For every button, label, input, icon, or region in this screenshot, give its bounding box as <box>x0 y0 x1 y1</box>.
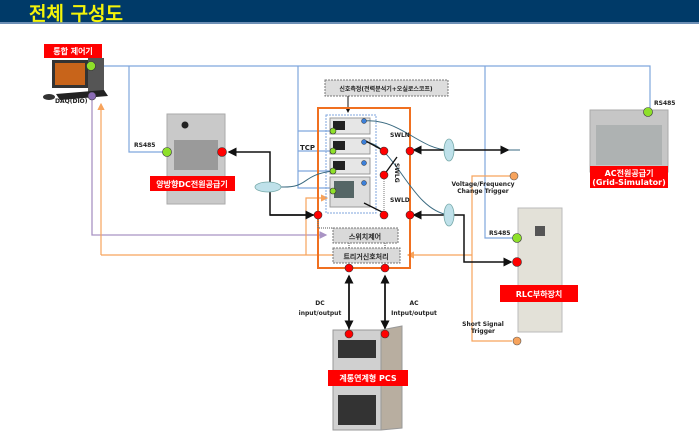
svg-text:계통연계형 PCS: 계통연계형 PCS <box>339 373 396 383</box>
dio-line <box>91 100 328 239</box>
swld-label: SWLD <box>390 197 410 204</box>
tcp-label: TCP <box>300 144 315 152</box>
swlg-label: SWLG <box>393 163 400 183</box>
svg-text:(Grid-Simulator): (Grid-Simulator) <box>592 178 666 187</box>
page-title: 전체 구성도 <box>29 3 124 25</box>
trigger-lines <box>97 102 512 342</box>
blue-probe-ports <box>361 118 367 186</box>
ac-io-label-2: Intput/output <box>391 310 437 317</box>
short-trigger-label-2: Trigger <box>471 328 495 335</box>
rlc-load: RLC부하장치 RS485 <box>489 207 578 333</box>
vf-trigger-label: Voltage/Frequency <box>451 181 514 188</box>
integrated-controller: 통합 제어기 DAQ(DIO) <box>43 44 108 105</box>
svg-text:DAQ(DIO): DAQ(DIO) <box>55 98 88 105</box>
short-trigger-label: Short Signal <box>462 321 504 328</box>
bidirectional-dc-supply: 양방향DC전원공급기 RS485 <box>134 113 235 205</box>
svg-text:스위치제어: 스위치제어 <box>349 232 381 241</box>
svg-text:신호측정(전력분석기+오실로스코프): 신호측정(전력분석기+오실로스코프) <box>339 85 433 93</box>
ac-io-label: AC <box>409 300 419 307</box>
instrument-group <box>325 114 377 214</box>
svg-text:RS485: RS485 <box>654 100 675 107</box>
trigger-processing-box: 트리거신호처리 <box>332 247 401 264</box>
orange-trigger-ports <box>509 171 522 346</box>
test-switch-panel <box>317 107 411 269</box>
dc-io-label-2: input/output <box>299 310 342 317</box>
green-comm-ports <box>86 61 653 243</box>
red-power-terminals <box>217 146 522 339</box>
swln-label: SWLN <box>390 132 410 139</box>
title-bar: 전체 구성도 <box>0 0 699 25</box>
rs485-bus-lines <box>96 65 651 239</box>
grid-connected-pcs: 계통연계형 PCS <box>328 325 408 431</box>
svg-text:RS485: RS485 <box>134 142 155 149</box>
vf-trigger-label-2: Change Trigger <box>457 188 509 195</box>
switch-control-box: 스위치제어 <box>332 227 399 244</box>
dc-io-label: DC <box>315 300 325 307</box>
svg-text:RS485: RS485 <box>489 230 510 237</box>
current-probes <box>254 138 455 227</box>
dio-port <box>87 91 97 101</box>
svg-text:양방향DC전원공급기: 양방향DC전원공급기 <box>156 179 227 189</box>
svg-text:통합 제어기: 통합 제어기 <box>53 46 93 56</box>
svg-text:RLC부하장치: RLC부하장치 <box>516 289 563 299</box>
svg-text:트리거신호처리: 트리거신호처리 <box>343 252 388 261</box>
measurement-box: 신호측정(전력분석기+오실로스코프) <box>324 79 449 113</box>
ac-grid-simulator: AC전원공급기 (Grid-Simulator) RS485 <box>589 100 675 188</box>
svg-text:AC전원공급기: AC전원공급기 <box>605 168 654 178</box>
